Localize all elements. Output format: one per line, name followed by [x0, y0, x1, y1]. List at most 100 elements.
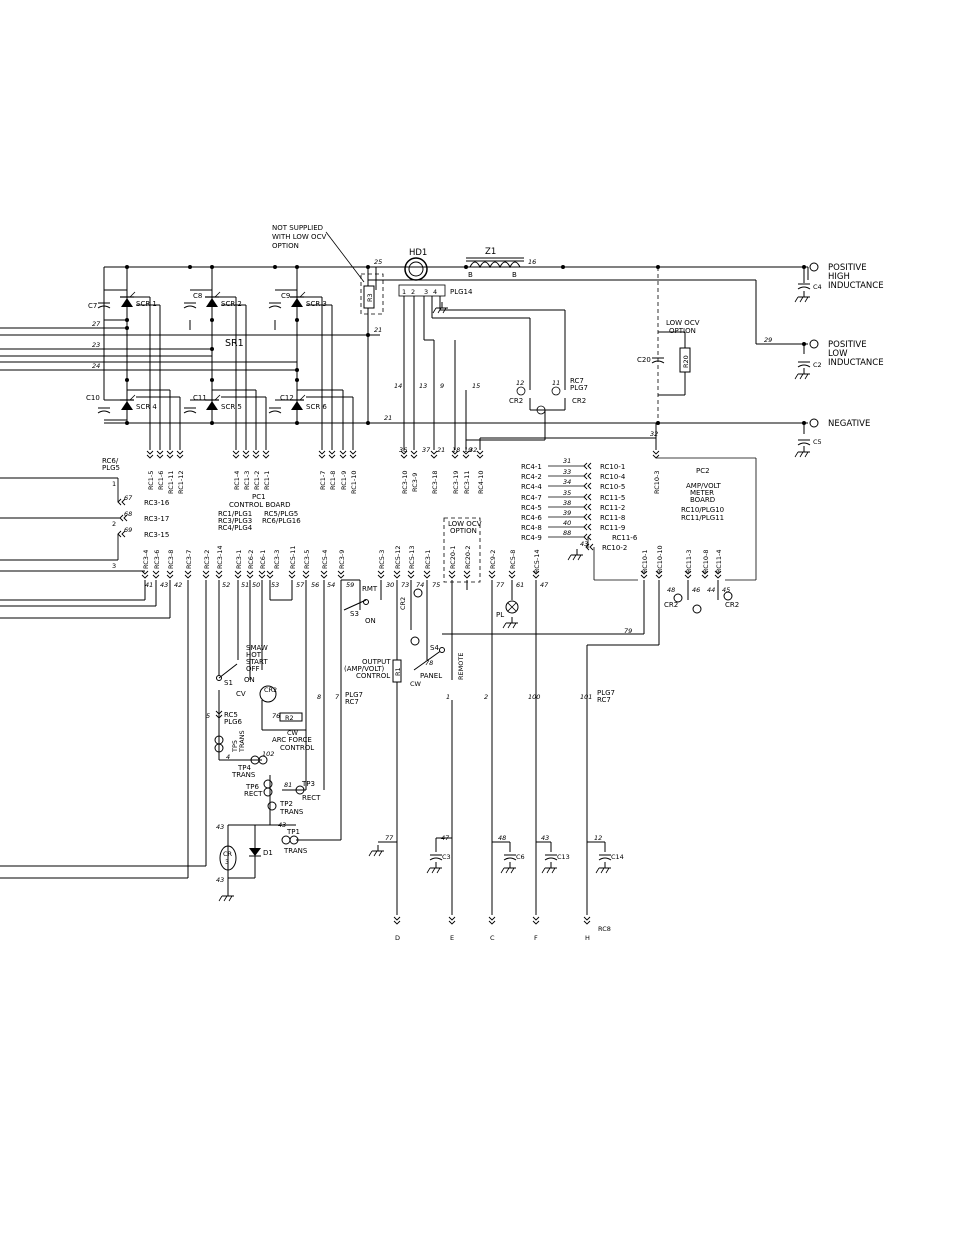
pos-high-line1: POSITIVE [828, 263, 867, 273]
svg-text:56: 56 [311, 581, 319, 589]
svg-text:33: 33 [563, 468, 571, 476]
c8-label: C8 [193, 292, 202, 300]
svg-text:43: 43 [216, 876, 224, 884]
svg-text:CR2: CR2 [264, 686, 277, 694]
svg-text:RC3-2: RC3-2 [203, 550, 211, 569]
low-ocv-outlines [360, 267, 659, 583]
svg-text:RC11-6: RC11-6 [612, 534, 638, 542]
svg-text:27: 27 [92, 320, 101, 328]
svg-text:RC1-1: RC1-1 [263, 471, 271, 490]
svg-text:RC10-2: RC10-2 [602, 544, 627, 552]
svg-text:RC3-9: RC3-9 [411, 473, 419, 492]
svg-text:RC10/PLG10: RC10/PLG10 [681, 506, 724, 514]
svg-text:14: 14 [394, 382, 402, 390]
rc3-bottom-connector-row: RC3-4 RC3-6 RC3-8 RC3-7 RC3-2 RC3-14 RC3… [141, 545, 723, 579]
svg-text:RC1-5: RC1-5 [147, 471, 155, 490]
svg-text:RC3-5: RC3-5 [303, 550, 311, 569]
svg-text:TP4: TP4 [237, 764, 251, 772]
svg-text:88: 88 [563, 529, 571, 537]
svg-text:RC5-12: RC5-12 [394, 546, 402, 569]
svg-text:CW: CW [410, 680, 422, 688]
svg-text:RC3-8: RC3-8 [167, 550, 175, 569]
svg-text:38: 38 [563, 499, 571, 507]
svg-text:C13: C13 [557, 853, 570, 861]
svg-text:78: 78 [425, 659, 433, 667]
cr2-upper: RC7 PLG7 CR2 CR2 [509, 377, 588, 415]
svg-text:RC10-8: RC10-8 [702, 550, 710, 573]
svg-text:RC3-9: RC3-9 [338, 550, 346, 569]
plg14-label: PLG14 [450, 288, 473, 296]
svg-text:5: 5 [206, 712, 210, 720]
svg-text:RC3-1: RC3-1 [424, 550, 432, 569]
svg-text:RC20-1: RC20-1 [449, 546, 457, 569]
svg-text:59: 59 [346, 581, 354, 589]
svg-text:(AMP/VOLT): (AMP/VOLT) [344, 665, 385, 673]
svg-text:4: 4 [226, 753, 230, 761]
svg-text:21: 21 [374, 326, 382, 334]
svg-text:53: 53 [271, 581, 279, 589]
svg-text:19: 19 [464, 446, 472, 454]
svg-text:RC4-9: RC4-9 [521, 534, 542, 542]
svg-text:RC11-9: RC11-9 [600, 524, 625, 532]
svg-text:RC4-1: RC4-1 [521, 463, 542, 471]
low-ocv-right-line1: LOW OCV [666, 319, 700, 327]
c7-label: C7 [88, 302, 97, 310]
svg-text:PANEL: PANEL [420, 672, 442, 680]
svg-text:8: 8 [317, 693, 321, 701]
svg-text:R2: R2 [285, 714, 294, 722]
svg-text:RC1-3: RC1-3 [243, 471, 251, 490]
svg-text:CONTROL: CONTROL [356, 672, 390, 680]
svg-text:47: 47 [441, 834, 450, 842]
svg-text:RC4-5: RC4-5 [521, 504, 542, 512]
svg-text:TP5: TP5 [231, 740, 239, 753]
svg-text:RC6/PLG16: RC6/PLG16 [262, 517, 301, 525]
svg-text:RC1-12: RC1-12 [177, 471, 185, 494]
svg-text:OUTPUT: OUTPUT [362, 658, 391, 666]
svg-text:73: 73 [401, 581, 409, 589]
svg-text:RC4-2: RC4-2 [521, 473, 542, 481]
svg-text:RC1-2: RC1-2 [253, 471, 261, 490]
svg-text:RC4-10: RC4-10 [477, 471, 485, 494]
svg-text:3: 3 [112, 562, 116, 570]
svg-text:CONTROL: CONTROL [280, 744, 314, 752]
svg-text:47: 47 [540, 581, 549, 589]
svg-text:RC11/PLG11: RC11/PLG11 [681, 514, 724, 522]
rc4-rc10-connectors: RC4-1 RC4-2 RC4-4 RC4-7 RC4-5 RC4-6 RC4-… [521, 457, 638, 561]
svg-text:7: 7 [335, 693, 340, 701]
svg-text:48: 48 [498, 834, 506, 842]
svg-text:S3: S3 [350, 610, 359, 618]
svg-text:RC3/PLG3: RC3/PLG3 [218, 517, 252, 525]
svg-text:PLG7: PLG7 [597, 689, 615, 697]
pos-low-line3: INDUCTANCE [828, 358, 884, 368]
rc3-side-connectors: RC6/ PLG5 RC3-16 RC3-17 RC3-15 67 68 69 … [0, 457, 170, 570]
svg-text:RC5-14: RC5-14 [533, 550, 541, 573]
scr-bridge: SCR 1 SCR 2 SCR 3 SCR 4 SCR 5 SCR 6 SR1 [119, 291, 327, 411]
svg-text:S1: S1 [224, 679, 233, 687]
svg-text:16: 16 [528, 258, 536, 266]
svg-text:29: 29 [764, 336, 772, 344]
svg-text:OFF: OFF [246, 665, 260, 673]
svg-text:RC10-4: RC10-4 [600, 473, 626, 481]
c20-r20: C20 R20 LOW OCV OPTION [637, 319, 700, 373]
svg-text:RC4-8: RC4-8 [521, 524, 542, 532]
c12-label: C12 [280, 394, 294, 402]
svg-text:CR: CR [223, 850, 233, 858]
svg-text:44: 44 [707, 586, 715, 594]
scr2-label: SCR 2 [221, 300, 242, 308]
svg-text:CR2: CR2 [664, 601, 678, 609]
positive-low-terminal [809, 339, 819, 349]
svg-text:METER: METER [690, 489, 714, 497]
svg-text:RC4-6: RC4-6 [521, 514, 542, 522]
svg-text:RC3-7: RC3-7 [185, 550, 193, 569]
pos-high-line3: INDUCTANCE [828, 281, 884, 291]
svg-text:RC5-11: RC5-11 [289, 546, 297, 569]
sr1-label: SR1 [225, 338, 244, 349]
svg-text:C6: C6 [516, 853, 525, 861]
svg-text:C3: C3 [442, 853, 451, 861]
svg-text:TRANS: TRANS [231, 771, 256, 779]
svg-text:D: D [395, 934, 400, 942]
svg-text:1: 1 [112, 480, 116, 488]
svg-text:43: 43 [278, 821, 286, 829]
negative-terminal [809, 418, 819, 428]
